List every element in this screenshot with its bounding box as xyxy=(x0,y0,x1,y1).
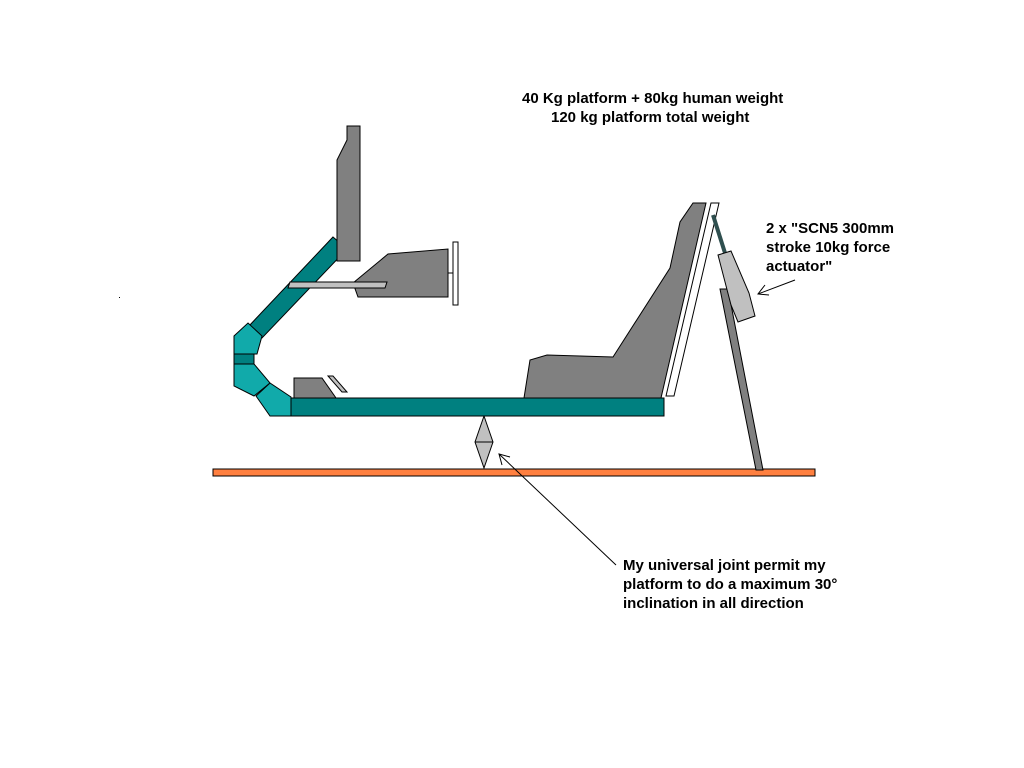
wheel-base xyxy=(352,248,449,298)
actuator-annotation-line-1: 2 x "SCN5 300mm xyxy=(766,220,895,237)
weight-annotation-line-1: 40 Kg platform + 80kg human weight xyxy=(522,90,784,107)
steering-wheel xyxy=(452,241,459,306)
monitor-back xyxy=(336,125,361,262)
rear-support-leg xyxy=(719,288,764,471)
floor-bar xyxy=(212,468,816,477)
frame-tube-lower xyxy=(255,382,292,417)
platform-beam xyxy=(288,397,665,417)
joint-annotation-line-2: platform to do a maximum 30° xyxy=(623,576,838,593)
joint-annotation-line-3: inclination in all direction xyxy=(623,595,804,612)
weight-annotation: 40 Kg platform + 80kg human weight 120 k… xyxy=(522,89,783,127)
joint-arrow-head xyxy=(498,453,511,466)
pedal xyxy=(326,375,349,393)
pedal-box xyxy=(293,377,337,399)
seat xyxy=(523,202,707,399)
joint-annotation-line-1: My universal joint permit my xyxy=(623,557,826,574)
seat-back-plate xyxy=(665,202,720,397)
joint-annotation: My universal joint permit my platform to… xyxy=(623,556,837,613)
frame-elbow-lower xyxy=(233,363,271,397)
wheel-support-rod xyxy=(287,281,388,289)
actuator-body xyxy=(717,250,756,323)
actuator-arrow-line xyxy=(757,279,796,295)
actuator-annotation-line-3: actuator" xyxy=(766,258,833,275)
actuator-annotation-line-2: stroke 10kg force xyxy=(766,239,891,256)
actuator-annotation: 2 x "SCN5 300mm stroke 10kg force actuat… xyxy=(766,219,894,276)
weight-annotation-line-2: 120 kg platform total weight xyxy=(551,109,750,126)
actuator-arrow-head xyxy=(757,284,770,296)
stray-dot xyxy=(119,297,120,298)
joint-arrow-line xyxy=(498,453,617,566)
frame-tube-vertical xyxy=(233,353,255,365)
actuator-rod xyxy=(711,214,727,254)
